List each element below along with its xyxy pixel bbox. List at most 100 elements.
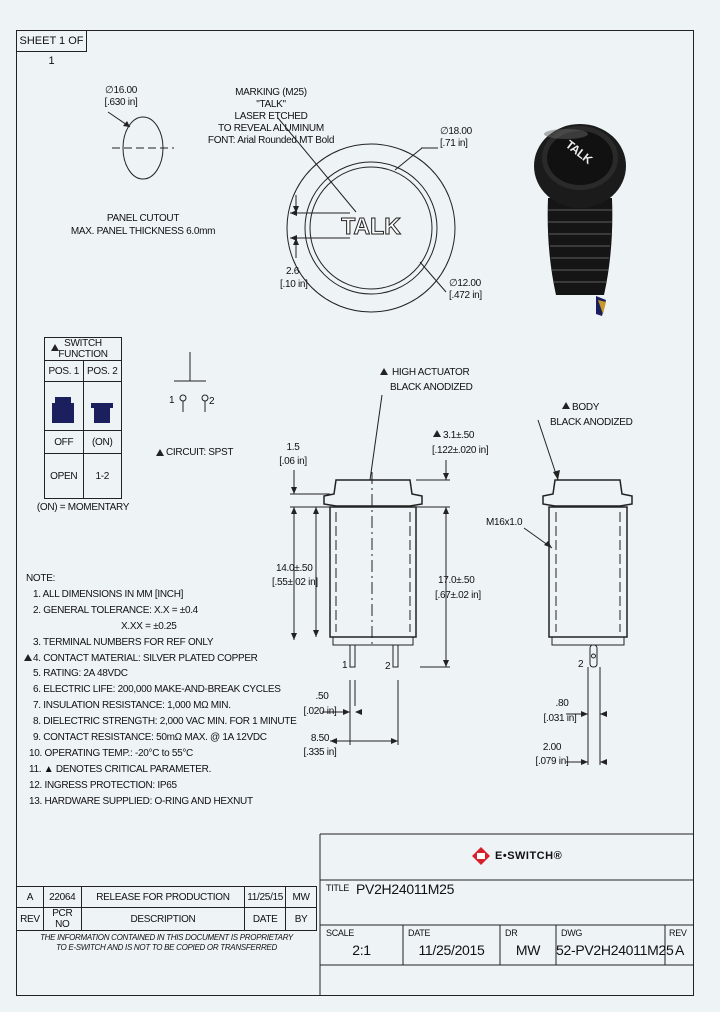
- pin-pitch-in: [.335 in]: [303, 747, 337, 758]
- drawn-by-value: MW: [515, 942, 541, 958]
- end-pin-label: 2: [578, 659, 584, 670]
- end-view-cap: [542, 479, 633, 507]
- note-item: 2. GENERAL TOLERANCE: X.X = ±0.4: [33, 604, 198, 616]
- marking-line-1: MARKING (M25): [235, 87, 307, 98]
- body-dim-mm: 14.0±.50: [276, 563, 313, 574]
- rev-description: RELEASE FOR PRODUCTION: [80, 886, 246, 908]
- side-pin-1-label: 1: [342, 660, 348, 671]
- actuator-label-1: HIGH ACTUATOR: [392, 367, 470, 378]
- switch-function-title: SWITCH FUNCTION: [44, 337, 122, 361]
- marking-dim-in: [.10 in]: [280, 279, 308, 290]
- date-header: DATE: [244, 907, 287, 931]
- front-view-inner-ring: [304, 161, 438, 295]
- thread-label: M16x1.0: [486, 517, 523, 528]
- note-item: 5. RATING: 2A 48VDC: [33, 668, 128, 680]
- marking-dim-mm: 2.6: [286, 266, 300, 277]
- actuator-dim-mm: 3.1±.50: [443, 430, 475, 441]
- note-item: X.XX = ±0.25: [121, 620, 177, 632]
- front-cap-marking: TALK: [341, 213, 402, 240]
- dwg-value: 52-PV2H24011M25: [556, 942, 674, 958]
- rev-by: MW: [285, 886, 317, 908]
- marking-line-4: TO REVEAL ALUMINUM: [218, 123, 324, 134]
- panel-dia-mm: ∅16.00: [105, 85, 137, 96]
- revision-table: A 22064 RELEASE FOR PRODUCTION 11/25/15 …: [16, 886, 317, 931]
- pin-width-mm: .50: [315, 691, 329, 702]
- scale-value: 2:1: [352, 942, 371, 958]
- switch-function-table: SWITCH FUNCTION POS. 1 POS. 2 OFF (ON) O…: [44, 337, 122, 499]
- inner-dia-in: [.472 in]: [449, 290, 482, 301]
- note-item: 12. INGRESS PROTECTION: IP65: [29, 779, 177, 791]
- terminal-thickness-in: [.031 in]: [543, 713, 577, 724]
- actuator-label-2: BLACK ANODIZED: [390, 382, 473, 393]
- date-label: DATE: [408, 928, 431, 938]
- body-dim-in: [.55±.02 in]: [272, 577, 318, 588]
- note-item: 6. ELECTRIC LIFE: 200,000 MAKE-AND-BREAK…: [33, 684, 281, 696]
- pos1-header: POS. 1: [44, 360, 84, 382]
- scale-label: SCALE: [326, 928, 355, 938]
- front-view-outer-ring: [286, 143, 456, 313]
- top-dim-in: [.06 in]: [279, 456, 307, 467]
- inner-dia-mm: ∅12.00: [449, 278, 481, 289]
- side-view-pin-1: [349, 644, 356, 668]
- terminal-thickness-mm: .80: [555, 698, 569, 709]
- pos2-header: POS. 2: [82, 360, 122, 382]
- note-item: 8. DIELECTRIC STRENGTH: 2,000 VAC MIN. F…: [33, 716, 297, 728]
- pcr-header: PCR NO: [42, 907, 82, 931]
- pos2-state: (ON): [82, 430, 122, 454]
- pin-width-in: [.020 in]: [303, 706, 337, 717]
- rev-date: 11/25/15: [244, 886, 287, 908]
- disclaimer-line-2: TO E-SWITCH AND IS NOT TO BE COPIED OR T…: [56, 943, 277, 952]
- note-item: 10. OPERATING TEMP.: -20°C to 55°C: [29, 747, 193, 759]
- pin-pitch-mm: 8.50: [310, 733, 330, 744]
- panel-caption-1: PANEL CUTOUT: [106, 213, 180, 224]
- pcr-value: 22064: [42, 886, 82, 908]
- note-item: 11. ▲ DENOTES CRITICAL PARAMETER.: [29, 763, 212, 775]
- tb-rev-value: A: [674, 942, 685, 958]
- outer-dia-in: [.71 in]: [440, 138, 468, 149]
- note-item: 9. CONTACT RESISTANCE: 50mΩ MAX. @ 1A 12…: [33, 732, 267, 744]
- sheet-label: SHEET 1 OF 1: [16, 30, 87, 67]
- outer-dia-mm: ∅18.00: [440, 126, 472, 137]
- part-title: PV2H24011M25: [356, 881, 455, 897]
- eswitch-logo-mark: [472, 847, 490, 865]
- side-view-cap: [323, 479, 423, 507]
- note-heading: NOTE:: [26, 573, 56, 584]
- rev-value: A: [16, 886, 44, 908]
- panel-dia-in: [.630 in]: [104, 97, 138, 108]
- note-item: 13. HARDWARE SUPPLIED: O-RING AND HEXNUT: [29, 795, 253, 807]
- note-item: 1. ALL DIMENSIONS IN MM [INCH]: [33, 588, 184, 600]
- terminal-width-in: [.079 in]: [535, 756, 569, 767]
- eswitch-logo-text: E•SWITCH®: [495, 850, 563, 862]
- rev-header: REV: [16, 907, 44, 931]
- tb-rev-label: REV: [669, 928, 687, 938]
- momentary-note: (ON) = MOMENTARY: [36, 502, 130, 513]
- drawing-border: [16, 30, 694, 996]
- drawn-by-label: DR: [505, 928, 518, 938]
- side-pin-2-label: 2: [385, 661, 391, 672]
- pos2-icon-cell: [82, 381, 122, 431]
- body-label-2: BLACK ANODIZED: [550, 417, 633, 428]
- circuit-label: CIRCUIT: SPST: [166, 447, 234, 458]
- dwg-label: DWG: [561, 928, 583, 938]
- marking-line-5: FONT: Arial Rounded MT Bold: [207, 135, 335, 146]
- disclaimer-line-1: THE INFORMATION CONTAINED IN THIS DOCUME…: [40, 933, 293, 942]
- panel-caption-2: MAX. PANEL THICKNESS 6.0mm: [70, 226, 216, 237]
- marking-line-2: "TALK": [256, 99, 286, 110]
- end-view-body: [548, 506, 628, 638]
- note-item: 4. CONTACT MATERIAL: SILVER PLATED COPPE…: [33, 652, 258, 664]
- circuit-term-2: 2: [209, 396, 215, 407]
- pos1-state: OFF: [44, 430, 84, 454]
- pos2-connection: 1-2: [82, 453, 122, 499]
- description-header: DESCRIPTION: [80, 907, 246, 931]
- total-dim-in: [.67±.02 in]: [435, 590, 481, 601]
- actuator-dim-in: [.122±.020 in]: [432, 445, 489, 456]
- top-dim-mm: 1.5: [286, 442, 300, 453]
- product-photo: [534, 124, 626, 316]
- pos1-connection: OPEN: [44, 453, 84, 499]
- note-item: 3. TERMINAL NUMBERS FOR REF ONLY: [33, 636, 214, 648]
- end-view-terminal: [589, 644, 598, 668]
- side-view-body: [329, 506, 417, 638]
- note-item: 7. INSULATION RESISTANCE: 1,000 MΩ MIN.: [33, 700, 231, 712]
- notes-list: NOTE: 1. ALL DIMENSIONS IN MM [INCH] 2. …: [26, 571, 297, 810]
